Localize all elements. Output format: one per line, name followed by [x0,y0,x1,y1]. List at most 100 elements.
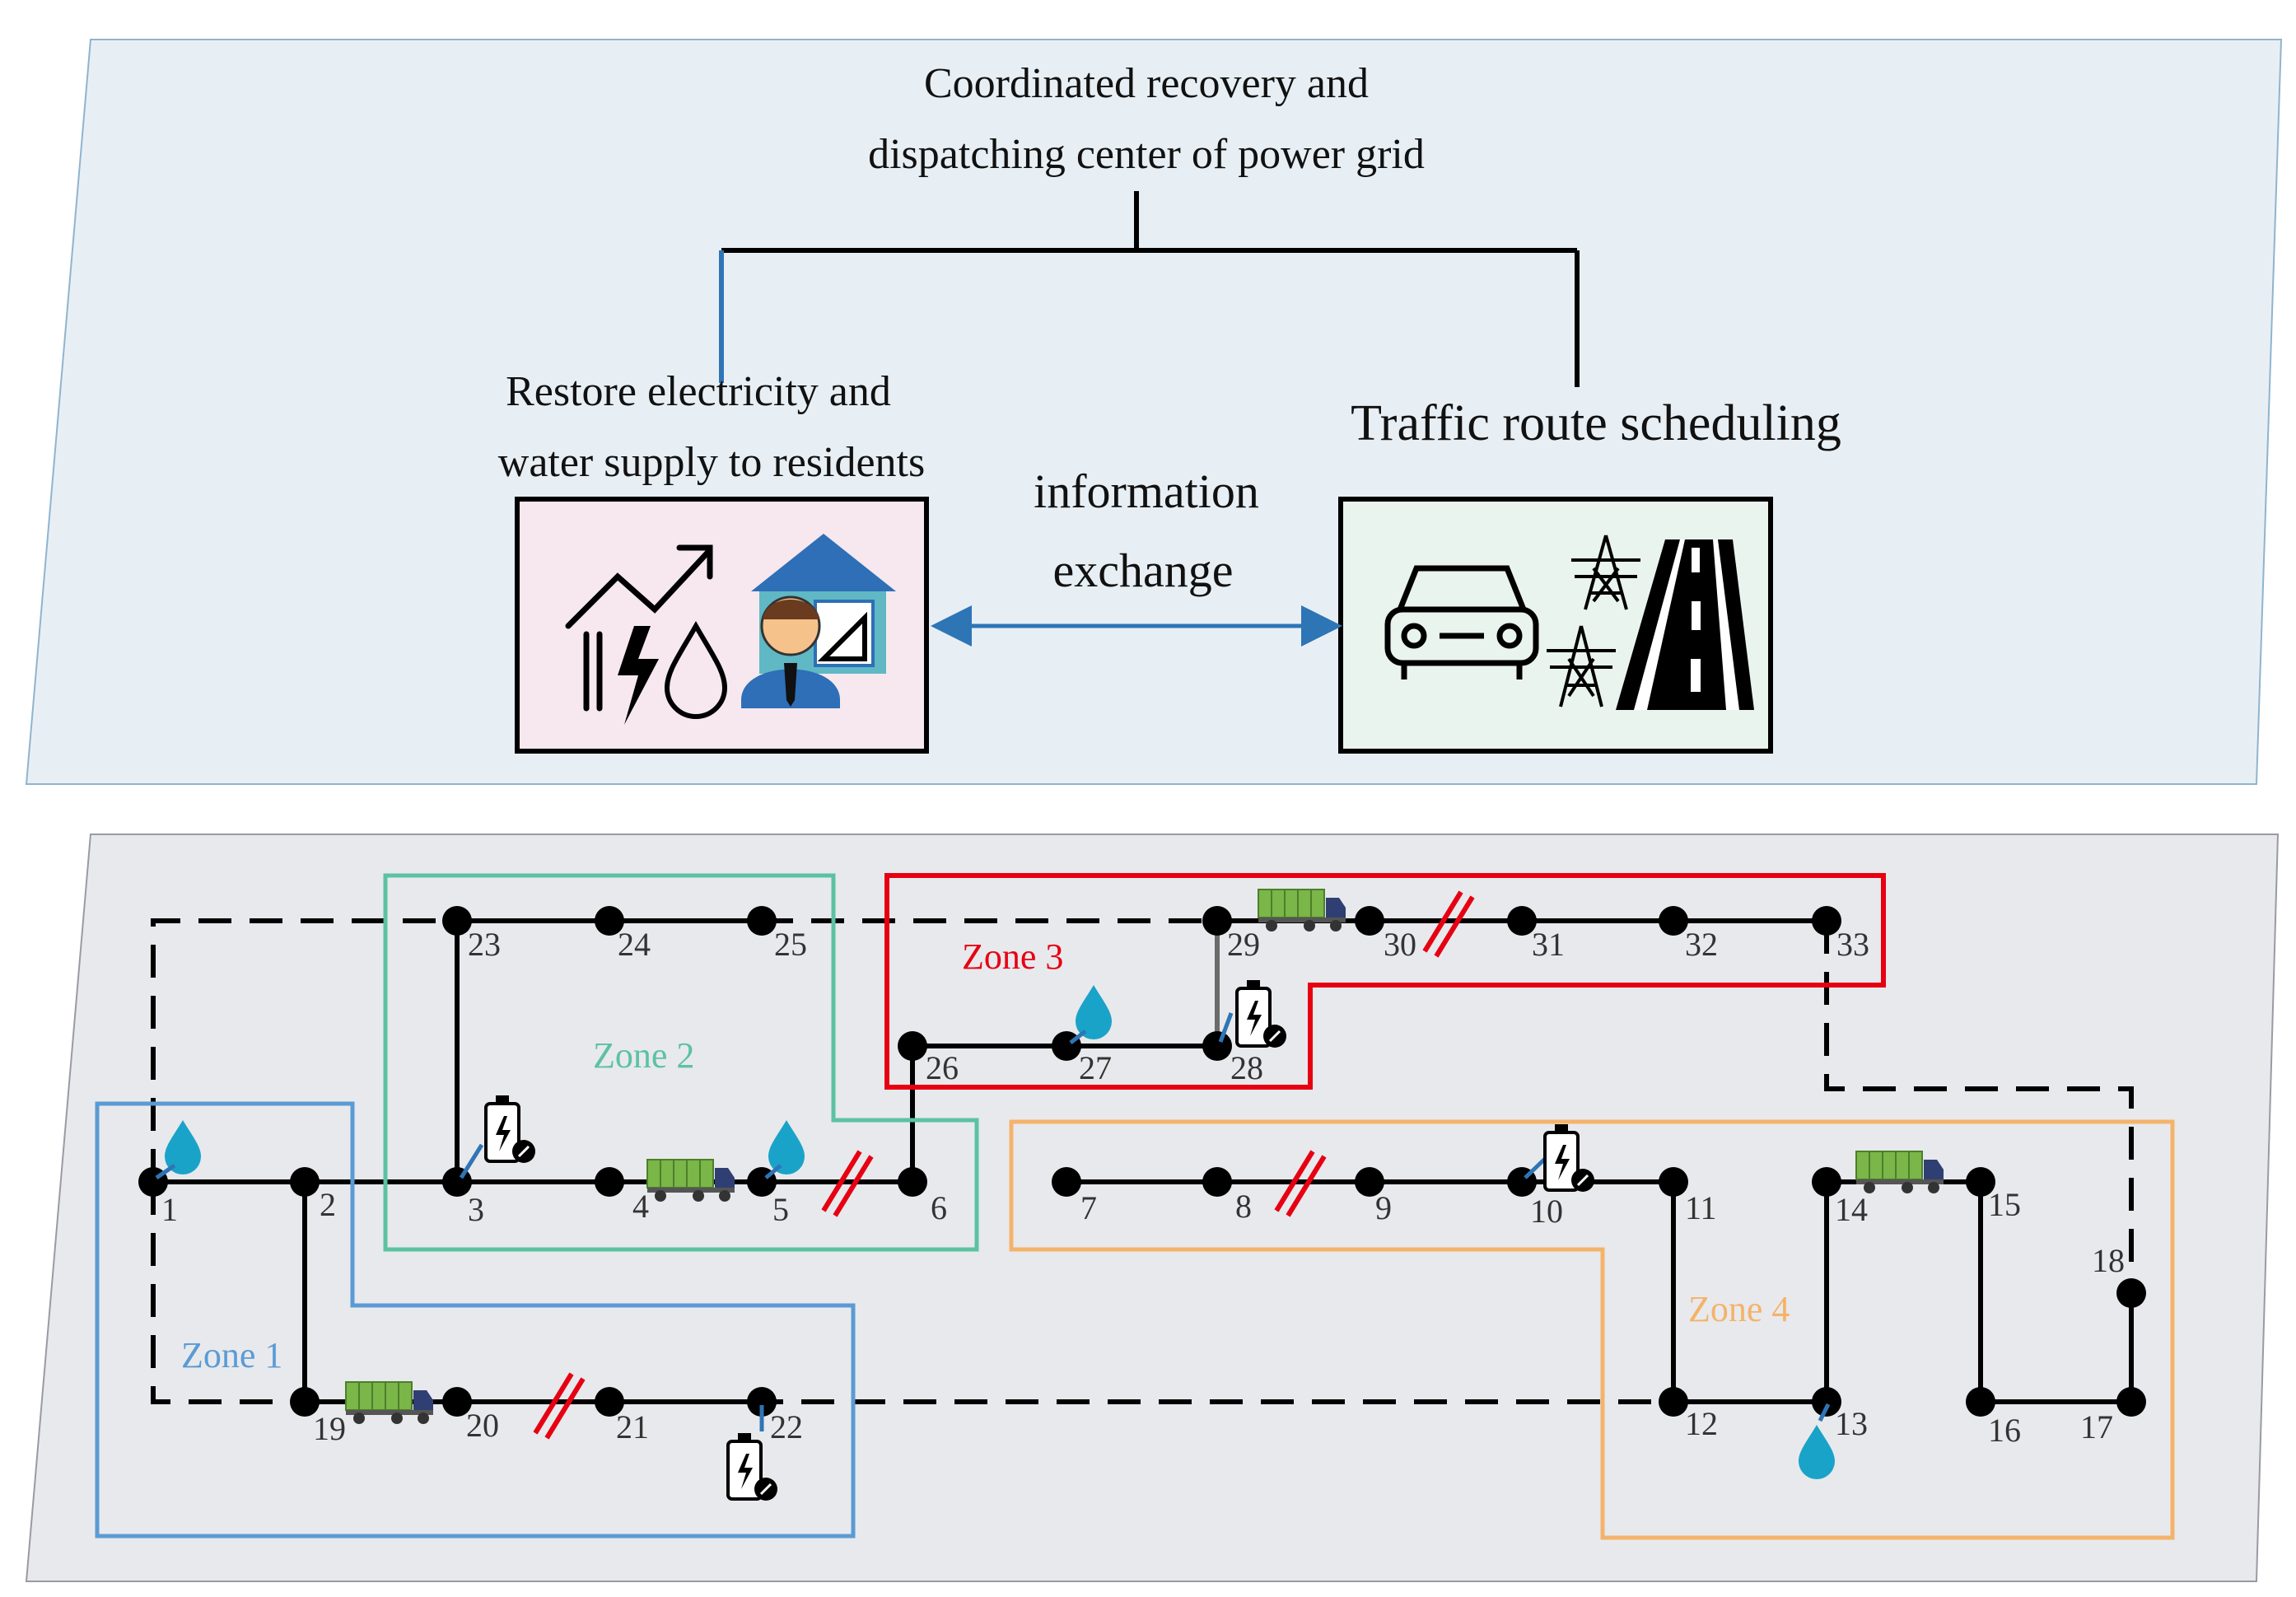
node-label-5: 5 [772,1191,789,1228]
bus-node-7 [1052,1167,1081,1197]
bus-node-29 [1202,906,1232,936]
node-label-9: 9 [1375,1189,1392,1226]
bus-node-28 [1202,1031,1232,1061]
bus-node-25 [747,906,777,936]
node-label-1: 1 [161,1191,178,1228]
node-label-23: 23 [468,926,501,963]
bus-node-24 [595,906,624,936]
battery-icon [484,1095,535,1163]
bus-node-30 [1355,906,1384,936]
bus-node-32 [1659,906,1688,936]
node-label-10: 10 [1530,1193,1563,1230]
node-label-20: 20 [466,1407,499,1444]
bus-node-22 [747,1387,777,1417]
mobile-energy-storage [484,980,1594,1501]
bus-node-2 [290,1167,320,1197]
node-label-28: 28 [1230,1049,1263,1086]
node-label-16: 16 [1988,1412,2021,1449]
node-label-8: 8 [1235,1188,1252,1225]
bus-node-12 [1659,1387,1688,1417]
node-label-17: 17 [2080,1408,2113,1445]
bus-node-17 [2116,1387,2146,1417]
dispatch-center-title-line1: Coordinated recovery and [924,60,1369,107]
node-label-7: 7 [1080,1189,1097,1226]
water-drop-icon [165,1120,201,1174]
resident-person-icon [741,595,840,708]
left-title-line1: Restore electricity and [506,368,891,415]
bus-node-14 [1812,1167,1841,1197]
bus-node-21 [595,1387,624,1417]
bus-node-11 [1659,1167,1688,1197]
bus-node-labels: 1 2 3 4 5 6 7 8 9 10 11 12 13 14 15 16 1… [161,926,2125,1449]
node-label-13: 13 [1835,1405,1868,1442]
node-label-25: 25 [774,926,807,963]
bus-node-13 [1812,1387,1841,1417]
repair-trucks [345,889,1944,1424]
bus-node-19 [290,1387,320,1417]
lower-panel: Zone 1 Zone 2 Zone 3 Zone 4 [25,834,2280,1582]
car-icon [1384,565,1539,679]
zone-1-label: Zone 1 [181,1335,282,1375]
bus-nodes [138,906,2146,1417]
fault-marks [533,890,1475,1440]
upper-panel: Coordinated recovery and dispatching cen… [25,39,2283,785]
node-label-15: 15 [1988,1186,2021,1223]
zone-1-boundary [95,1101,856,1539]
power-tower-icon [1571,535,1640,610]
node-label-24: 24 [618,926,651,963]
node-label-19: 19 [313,1410,346,1447]
zone-3-label: Zone 3 [962,936,1063,977]
zone-2-boundary [383,873,979,1252]
truck-icon [646,1159,735,1202]
bus-node-23 [442,906,472,936]
lightning-icon [618,626,659,725]
hierarchy-connector [719,191,1580,387]
bus-node-6 [898,1167,927,1197]
node-label-22: 22 [770,1408,803,1445]
fault-mark-5-6 [821,1150,874,1217]
growth-arrow-icon [565,544,713,712]
node-label-11: 11 [1685,1189,1717,1226]
water-drop-icon [768,1120,805,1174]
dispatch-center-title-line2: dispatching center of power grid [868,131,1425,178]
bus-node-20 [442,1387,472,1417]
node-label-27: 27 [1079,1049,1112,1086]
bus-node-33 [1812,906,1841,936]
traffic-scheduling-title: Traffic route scheduling [1351,395,1841,451]
node-label-4: 4 [632,1188,649,1225]
node-label-29: 29 [1227,926,1260,963]
zone-4-boundary [1009,1119,2175,1540]
zone-4-label: Zone 4 [1688,1289,1790,1329]
water-drop-icon [664,620,728,719]
zone-2-label: Zone 2 [593,1035,694,1076]
node-label-6: 6 [931,1189,947,1226]
connector-arrows [155,1012,1831,1431]
tie-lines [151,918,2134,1404]
left-title-line2: water supply to residents [498,439,925,486]
truck-icon [1258,889,1346,932]
bus-node-8 [1202,1167,1232,1197]
battery-icon [726,1433,777,1501]
battery-icon [1235,980,1286,1048]
road-icon [1616,539,1754,710]
node-label-30: 30 [1384,926,1416,963]
bus-node-16 [1966,1387,1995,1417]
node-label-3: 3 [468,1191,484,1228]
bus-node-4 [595,1167,624,1197]
node-label-21: 21 [616,1408,649,1445]
node-label-31: 31 [1532,926,1565,963]
bus-node-26 [898,1031,927,1061]
bus-node-9 [1355,1167,1384,1197]
node-label-18: 18 [2092,1242,2125,1279]
lower-panel-background [25,834,2280,1582]
truck-icon [1855,1151,1944,1193]
exchange-label-line2: exchange [1053,544,1234,597]
node-label-32: 32 [1685,926,1718,963]
bus-node-18 [2116,1278,2146,1308]
truck-icon [345,1381,433,1424]
battery-icon [1543,1124,1594,1192]
water-drop-icon [1076,985,1112,1039]
fault-mark-30-31 [1422,890,1475,958]
fault-mark-8-9 [1274,1150,1327,1217]
zone-3-boundary [884,873,1886,1090]
